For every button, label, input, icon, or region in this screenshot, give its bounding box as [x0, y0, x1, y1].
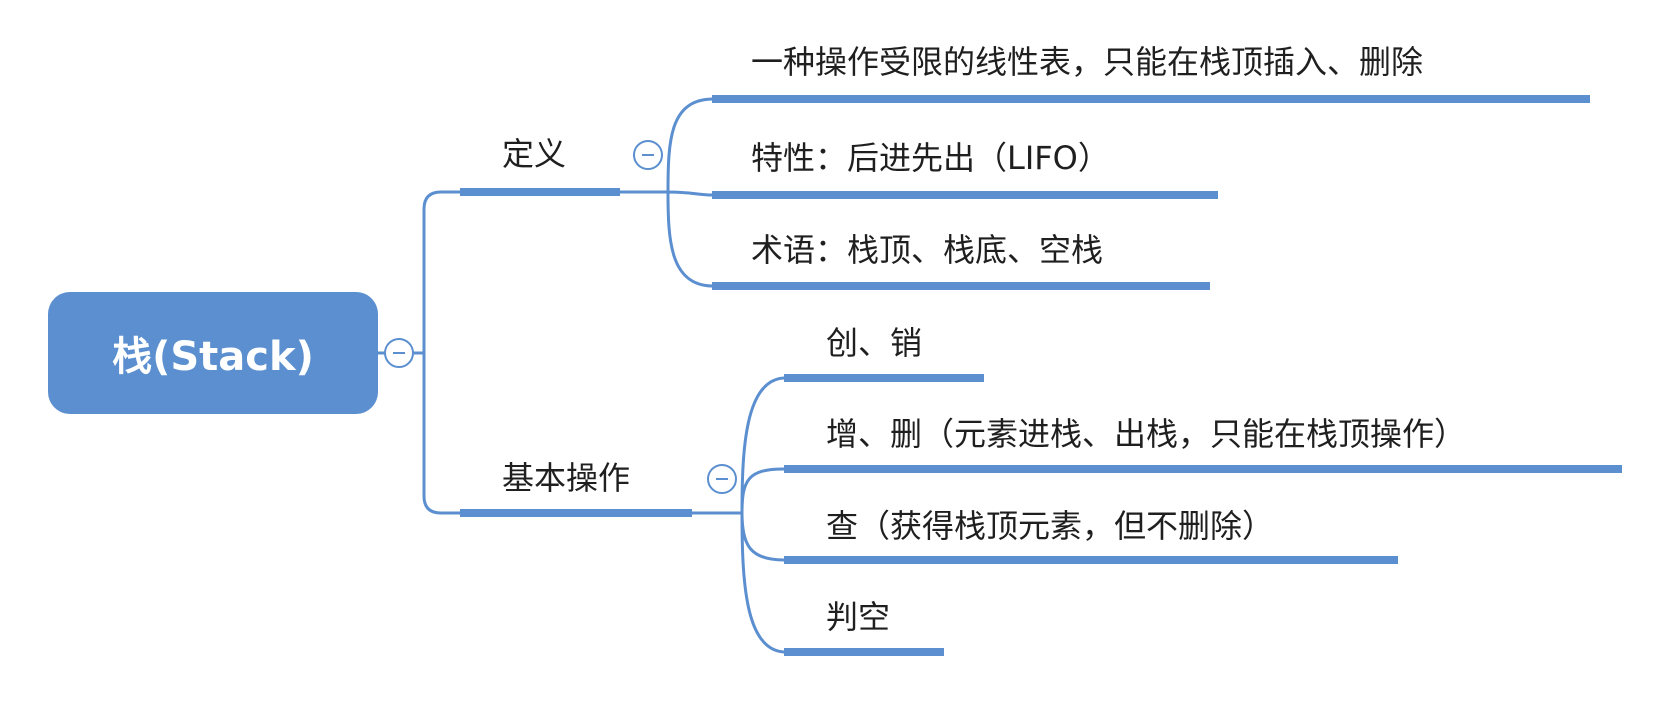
operations-item-3[interactable]: 查（获得栈顶元素，但不删除） [826, 507, 1275, 545]
root-node[interactable]: 栈(Stack) [48, 292, 378, 414]
connector-definition-children [618, 97, 714, 288]
operations-item-1-underline [784, 374, 984, 382]
connector-operations-children [690, 376, 786, 654]
definition-item-2[interactable]: 特性：后进先出（LIFO） [751, 139, 1110, 177]
branch-definition-underline [460, 188, 620, 196]
root-node-label: 栈(Stack) [112, 334, 314, 380]
definition-item-1-underline [712, 95, 1590, 103]
minus-circle-icon [716, 478, 728, 480]
branch-operations-underline [460, 509, 692, 517]
operations-item-1[interactable]: 创、销 [826, 324, 923, 362]
definition-item-2-underline [712, 191, 1218, 199]
operations-item-4-underline [784, 648, 944, 656]
connector-root-trunk [412, 190, 462, 515]
minus-circle-icon [393, 352, 405, 354]
branch-definition-label[interactable]: 定义 [502, 135, 567, 173]
operations-item-2-underline [784, 465, 1622, 473]
minus-circle-icon [642, 154, 654, 156]
definition-item-3-underline [712, 282, 1210, 290]
operations-item-2[interactable]: 增、删（元素进栈、出栈，只能在栈顶操作） [826, 415, 1467, 453]
definition-item-3[interactable]: 术语：栈顶、栈底、空栈 [751, 231, 1104, 269]
root-collapse-toggle[interactable] [384, 338, 414, 368]
definition-item-1[interactable]: 一种操作受限的线性表，只能在栈顶插入、删除 [751, 43, 1424, 81]
branch-operations-label[interactable]: 基本操作 [502, 459, 631, 497]
definition-collapse-toggle[interactable] [633, 140, 663, 170]
operations-item-4[interactable]: 判空 [826, 598, 891, 636]
operations-item-3-underline [784, 556, 1398, 564]
operations-collapse-toggle[interactable] [707, 464, 737, 494]
